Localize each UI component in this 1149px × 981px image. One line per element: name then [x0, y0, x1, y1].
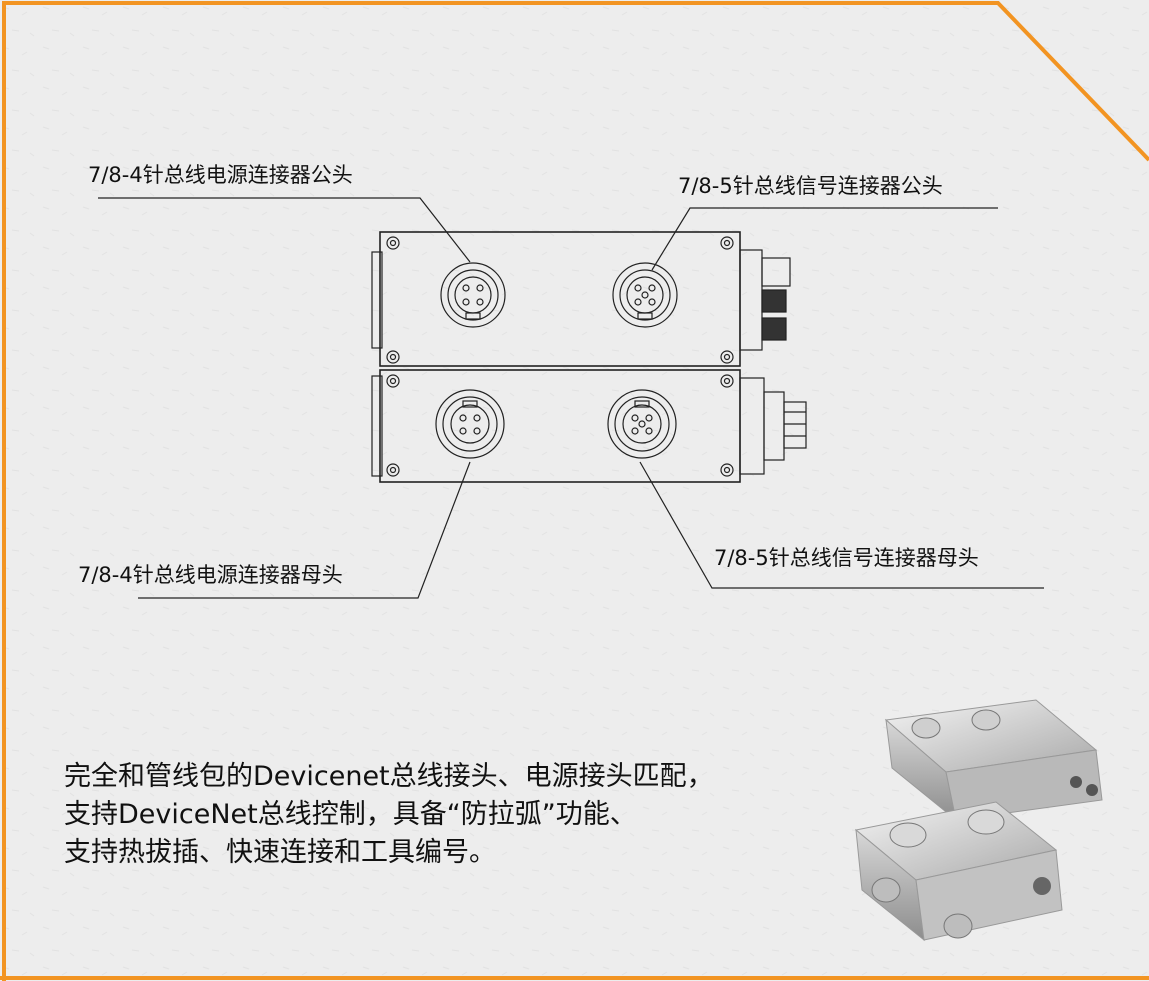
description-line-1: 完全和管线包的Devicenet总线接头、电源接头匹配，	[64, 761, 714, 792]
label-signal-female: 7/8-5针总线信号连接器母头	[714, 546, 979, 570]
label-power-male: 7/8-4针总线电源连接器公头	[88, 163, 353, 187]
connector-module-render-icon	[854, 699, 1103, 942]
feature-description: 完全和管线包的Devicenet总线接头、电源接头匹配， 支持DeviceNet…	[64, 758, 714, 872]
label-power-female: 7/8-4针总线电源连接器母头	[78, 563, 343, 587]
description-line-3: 支持热拔插、快速连接和工具编号。	[64, 837, 496, 868]
leader-signal-female	[639, 461, 1044, 589]
description-line-2: 支持DeviceNet总线控制，具备“防拉弧”功能、	[64, 799, 637, 830]
leader-power-male	[98, 197, 471, 263]
leader-power-female	[138, 461, 471, 599]
leader-signal-male	[651, 207, 998, 271]
label-signal-male: 7/8-5针总线信号连接器公头	[678, 174, 943, 198]
